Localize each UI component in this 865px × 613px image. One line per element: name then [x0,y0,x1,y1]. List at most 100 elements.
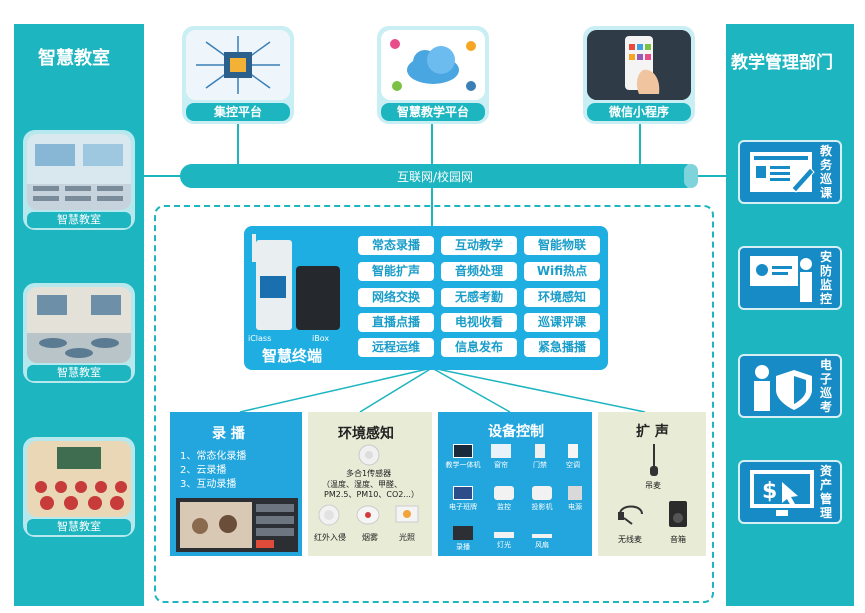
function-tag: 常态录播 [358,236,434,255]
classroom-caption: 智慧教室 [27,365,131,381]
device-fan[interactable]: 风扇 [528,526,556,550]
function-tag: 巡课评课 [524,313,600,332]
recorder-icon [453,526,473,540]
display-icon [453,444,473,458]
sensor-label: 多合1传感器 [346,469,392,478]
mgmt-label: 安防监控 [820,250,833,306]
recording-title: 录 播 [212,426,245,442]
device-recording[interactable]: 录播 [448,526,478,552]
monitor-pen-icon [750,152,815,193]
network-bus-end [684,164,698,188]
device-aircon[interactable]: 空调 [558,444,588,470]
aircon-icon [568,444,578,458]
device-monitoring[interactable]: 监控 [490,486,518,512]
shield-person-icon [754,365,812,411]
function-tag: 网络交换 [358,288,434,307]
function-tag: 远程运维 [358,338,434,357]
platform-wechat-miniapp[interactable]: 微信小程序 [583,26,695,124]
sensor-detail-2: PM2.5、PM10、CO2...） [324,490,419,499]
device-control-title: 设备控制 [488,424,544,440]
device-power[interactable]: 电源 [562,486,588,512]
network-bus [180,164,698,188]
door-access-icon [535,444,545,458]
function-tag: Wifi热点 [524,262,600,281]
env-item-infrared: 红外入侵 [314,533,346,542]
smoke-detector-icon [356,505,380,525]
function-tag: 直播点播 [358,313,434,332]
speaker-icon [669,501,687,527]
presenter-board-icon [750,256,812,302]
chip-icon [186,30,290,100]
environment-title: 环境感知 [338,426,394,442]
mgmt-card-exam[interactable]: 电子巡考 [738,354,842,418]
light-sensor-icon [395,505,419,523]
recording-item: 2、云录播 [180,465,227,476]
phone-icon [587,30,691,100]
projector-icon [532,486,552,500]
hanging-mic-icon [650,444,658,476]
function-tag: 信息发布 [441,338,517,357]
sensor-detail: （温度、湿度、甲醛、 [322,480,402,489]
power-icon [568,486,582,500]
mgmt-card-assets[interactable]: $ 资产管理 [738,460,842,524]
smart-classroom-boundary [154,205,714,603]
svg-text:$: $ [762,479,777,504]
function-tag: 互动教学 [441,236,517,255]
device-lighting[interactable]: 灯光 [490,526,518,550]
platform-smart-teaching[interactable]: 智慧教学平台 [377,26,489,124]
mgmt-label: 教务巡课 [820,144,833,200]
wireless-mic-icon [618,505,643,525]
device-curtain[interactable]: 窗帘 [484,444,518,470]
classroom-photo [27,134,131,210]
classroom-photo [27,287,131,363]
class-board-icon [453,486,473,500]
function-tag: 音频处理 [441,262,517,281]
classroom-caption: 智慧教室 [27,519,131,535]
dollar-monitor-icon: $ [750,470,814,516]
fan-icon [532,534,552,538]
platform-caption: 集控平台 [186,103,290,121]
terminal-devices-icon [252,234,340,330]
env-item-smoke: 烟雾 [362,533,378,542]
recording-screen-icon [176,498,298,552]
audio-item-speaker: 音箱 [670,535,686,544]
function-tag: 环境感知 [524,288,600,307]
function-tag: 智能扩声 [358,262,434,281]
classroom-card-1[interactable]: 智慧教室 [23,130,135,230]
device-projector[interactable]: 投影机 [526,486,558,512]
audio-title: 扩 声 [636,424,669,440]
function-tag: 电视收看 [441,313,517,332]
function-tag: 智能物联 [524,236,600,255]
platform-caption: 微信小程序 [587,103,691,121]
mgmt-label: 电子巡考 [820,358,833,414]
mgmt-card-security[interactable]: 安防监控 [738,246,842,310]
mgmt-card-patrol[interactable]: 教务巡课 [738,140,842,204]
mgmt-label: 资产管理 [820,464,833,520]
infrared-sensor-icon [318,504,340,526]
device-teaching-machine[interactable]: 教学一体机 [444,444,482,470]
platform-central-control[interactable]: 集控平台 [182,26,294,124]
device-label-ibox: iBox [312,334,330,343]
classroom-caption: 智慧教室 [27,212,131,228]
classroom-card-3[interactable]: 智慧教室 [23,437,135,537]
env-item-light: 光照 [399,533,415,542]
audio-item-hanging-mic: 吊麦 [645,481,661,490]
camera-icon [494,486,514,500]
sensor-icon [358,444,380,466]
lamp-icon [494,532,514,538]
classroom-card-2[interactable]: 智慧教室 [23,283,135,383]
terminal-title: 智慧终端 [262,347,323,365]
left-title: 智慧教室 [38,48,110,69]
recording-item: 3、互动录播 [180,479,237,490]
right-title: 教学管理部门 [731,53,833,73]
environment-panel [308,412,432,556]
device-class-board[interactable]: 电子班牌 [444,486,482,512]
device-access[interactable]: 门禁 [526,444,554,470]
function-tag: 紧急播播 [524,338,600,357]
platform-caption: 智慧教学平台 [381,103,485,121]
cloud-icon [381,30,485,100]
audio-panel [598,412,706,556]
audio-item-wireless-mic: 无线麦 [618,535,642,544]
network-label: 互联网/校园网 [396,170,474,184]
